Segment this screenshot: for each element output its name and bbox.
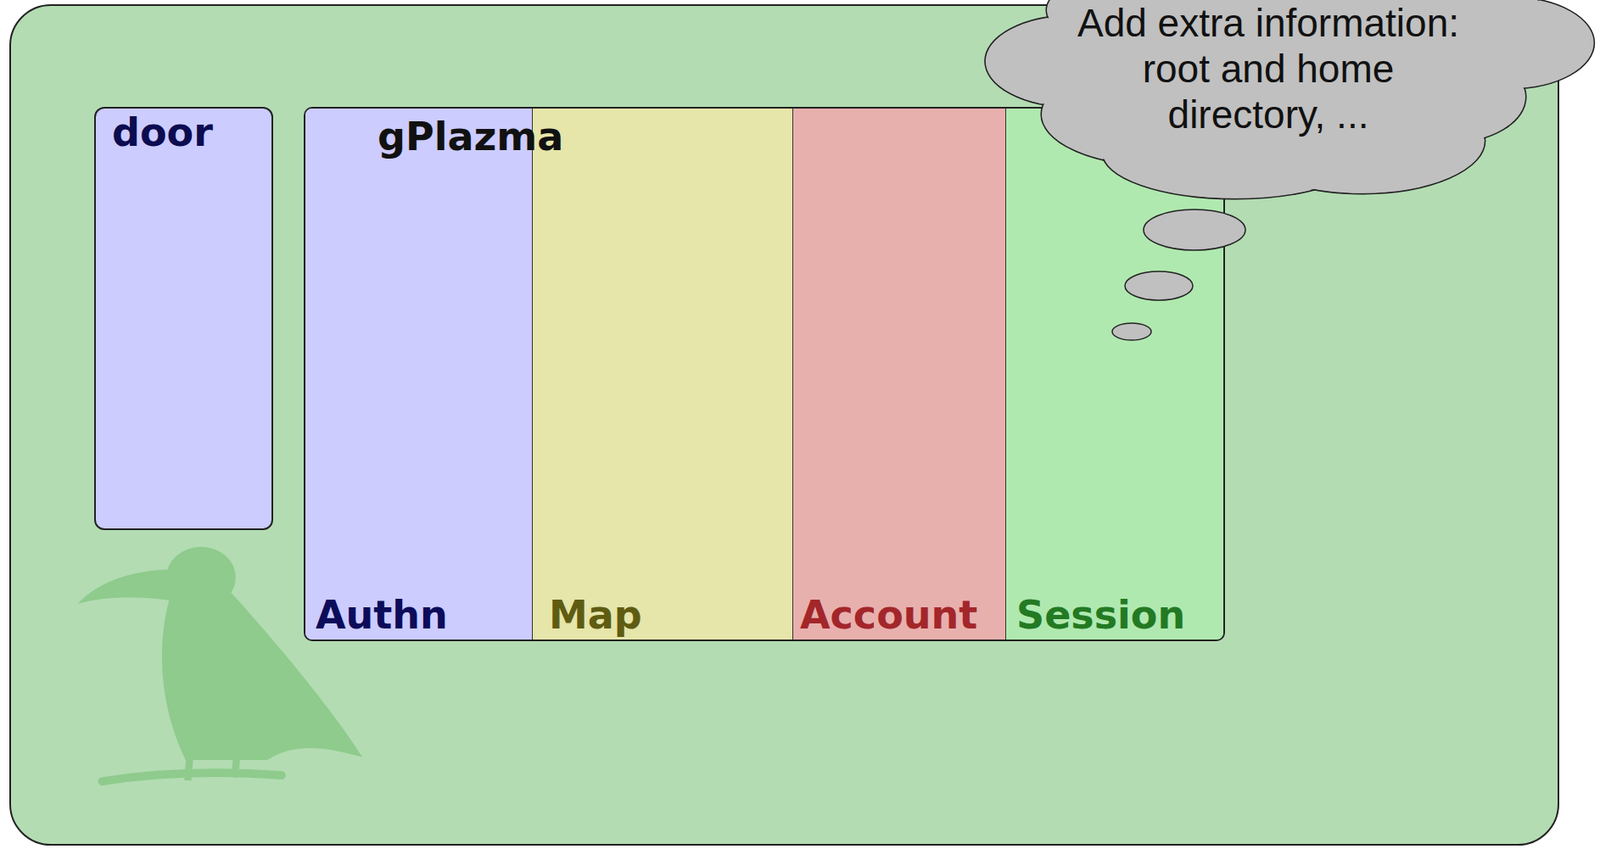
gplazma-box: gPlazmaAuthnMapAccountSession [303, 106, 1226, 642]
map-band: Map [531, 108, 793, 640]
thought-bubble [1143, 209, 1246, 251]
bird-beak [77, 569, 182, 605]
bird-perch [101, 772, 282, 782]
band-label: Session [1016, 593, 1224, 638]
account-band: Account [792, 108, 1006, 640]
cloud-fill [985, 0, 1594, 198]
door-box: door [94, 106, 274, 531]
cloud-text: Add extra information: root and home dir… [1064, 0, 1472, 138]
door-label: door [111, 110, 272, 156]
authn-band: Authn [305, 108, 532, 640]
thought-cloud: Add extra information: root and home dir… [984, 0, 1598, 202]
band-label: Authn [315, 593, 532, 638]
cloud-outline [984, 0, 1595, 200]
thought-bubbles [1095, 203, 1265, 348]
thought-bubble [1112, 323, 1152, 341]
thought-bubble [1124, 271, 1193, 301]
band-label: Account [800, 593, 1006, 638]
band-label: Map [548, 593, 793, 638]
